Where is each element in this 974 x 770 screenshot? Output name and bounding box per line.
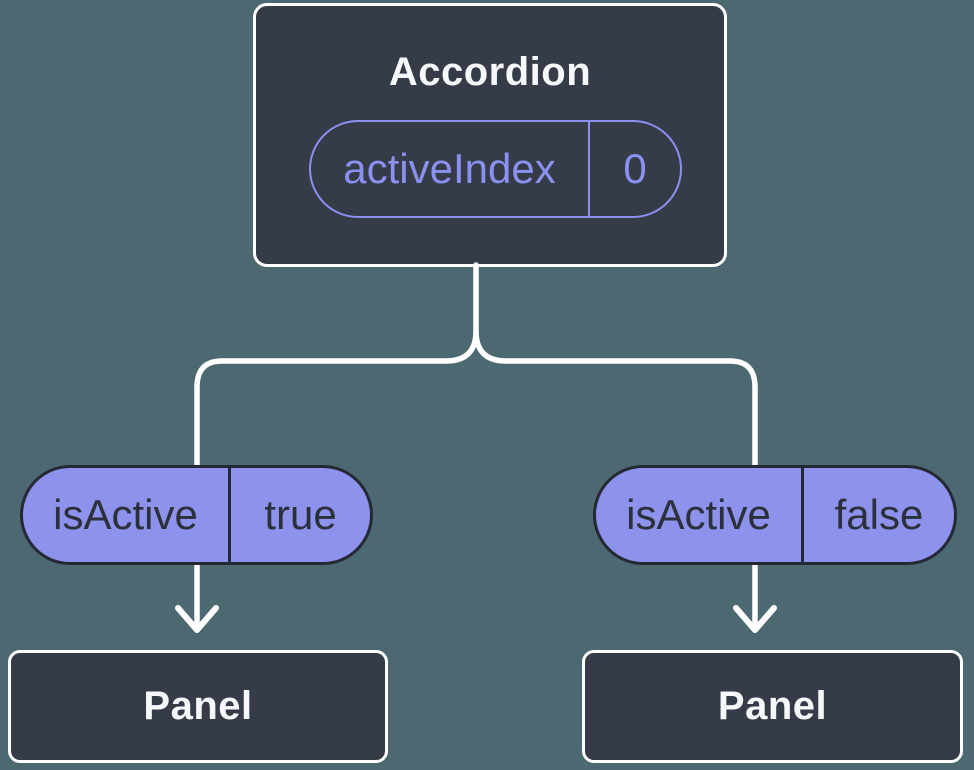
state-value-label: false xyxy=(834,491,924,538)
prop-value-label: 0 xyxy=(623,145,647,192)
state-pill-false: isActive false xyxy=(593,465,957,565)
state-pill-divider xyxy=(228,468,231,562)
tree-connector-right xyxy=(473,328,758,473)
state-pill-divider xyxy=(801,468,804,562)
panel-node-title: Panel xyxy=(717,684,828,728)
panel-node-title: Panel xyxy=(143,684,253,728)
state-pill-true: isActive true xyxy=(20,465,373,565)
arrow-down-icon xyxy=(175,605,219,633)
prop-pill: activeIndex 0 xyxy=(309,120,682,218)
arrow-down-icon xyxy=(733,605,777,633)
prop-pill-divider xyxy=(588,122,590,216)
prop-name-label: activeIndex xyxy=(343,145,556,192)
accordion-node: Accordion activeIndex 0 xyxy=(253,3,727,267)
state-name-label: isActive xyxy=(626,491,771,538)
state-name-label: isActive xyxy=(53,491,198,538)
accordion-node-title: Accordion xyxy=(388,50,592,94)
panel-node-left: Panel xyxy=(8,650,388,763)
panel-node-right: Panel xyxy=(582,650,963,763)
tree-connector-left xyxy=(194,262,479,473)
state-value-label: true xyxy=(264,491,337,538)
